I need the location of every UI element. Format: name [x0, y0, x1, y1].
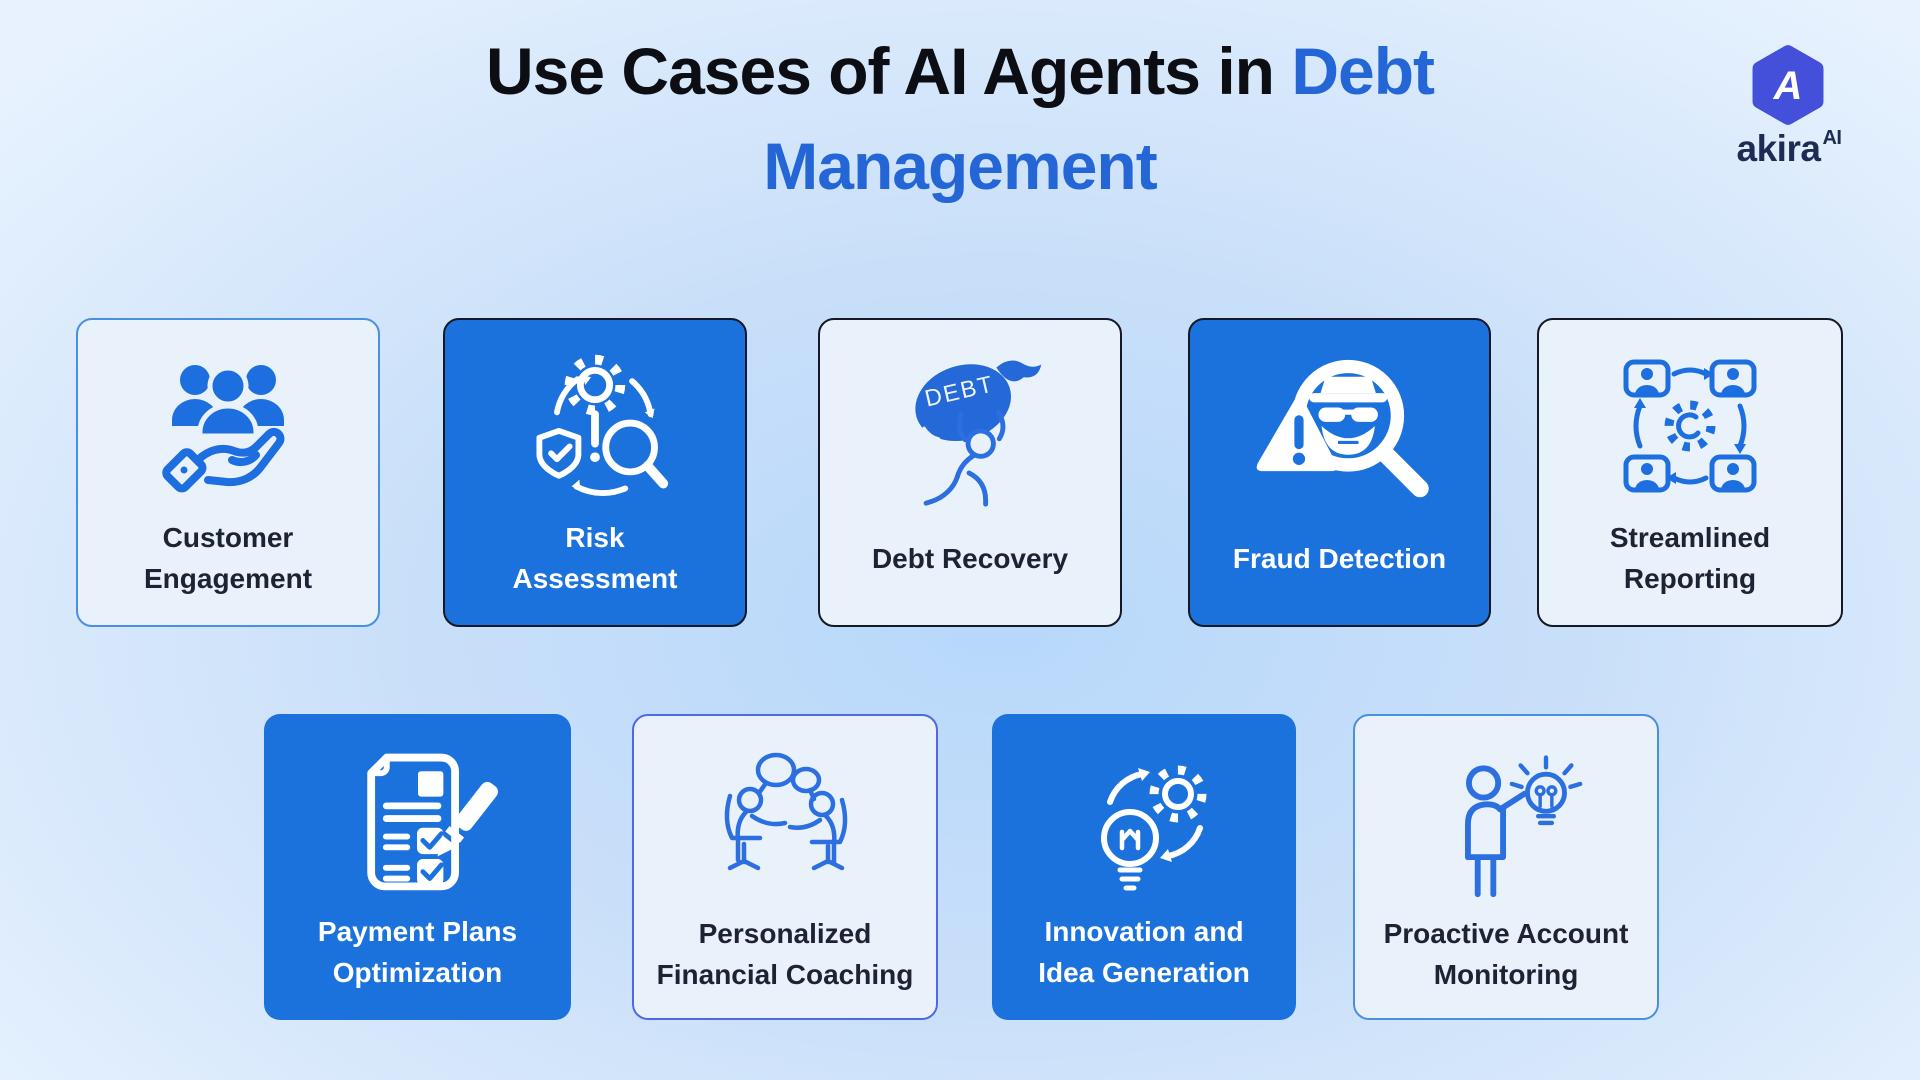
people-on-hand-icon [78, 346, 378, 506]
card-customer-engagement: Customer Engagement [76, 318, 380, 627]
page-title: Use Cases of AI Agents in Debt Managemen… [0, 34, 1920, 204]
title-black-text: Use Cases of AI Agents in [486, 34, 1275, 108]
fraud-spy-magnifier-icon [1190, 346, 1489, 506]
page-title-line1: Use Cases of AI Agents in Debt [0, 34, 1920, 108]
akira-monogram: A [1773, 64, 1803, 108]
debt-sack-person-icon: DEBT [820, 346, 1120, 512]
title-blue-text-management: Management [763, 129, 1157, 204]
card-innovation-idea-generation: Innovation and Idea Generation [992, 714, 1296, 1020]
card-label: Fraud Detection [1232, 542, 1447, 574]
risk-gear-magnifier-icon [445, 346, 745, 506]
title-blue-text-debt: Debt [1291, 34, 1435, 108]
akira-hexagon-icon: A [1752, 45, 1824, 125]
card-debt-recovery: DEBT Debt Recovery [818, 318, 1122, 627]
akira-ai-superscript: AI [1822, 126, 1842, 149]
bulb-gear-cycle-icon [992, 740, 1296, 900]
card-label: Debt Recovery [871, 542, 1069, 574]
document-checklist-pen-icon [264, 740, 571, 900]
card-streamlined-reporting: Streamlined Reporting [1537, 318, 1843, 627]
card-proactive-account-monitoring: Proactive Account Monitoring [1353, 714, 1659, 1020]
card-label: Innovation and Idea Generation [1038, 916, 1250, 988]
card-personalized-financial-coaching: Personalized Financial Coaching [632, 714, 938, 1020]
card-fraud-detection: Fraud Detection [1188, 318, 1491, 627]
card-payment-plans-optimization: Payment Plans Optimization [264, 714, 571, 1020]
network-gear-icon [1539, 346, 1841, 506]
card-label: Payment Plans Optimization [317, 916, 518, 988]
coaching-conversation-icon [634, 742, 936, 898]
card-label: Streamlined Reporting [1609, 522, 1771, 594]
card-risk-assessment: Risk Assessment [443, 318, 747, 627]
card-label: Customer Engagement [143, 522, 313, 594]
person-bulb-icon [1355, 742, 1657, 902]
card-label: Personalized Financial Coaching [656, 918, 914, 990]
card-label: Proactive Account Monitoring [1383, 918, 1629, 990]
card-label: Risk Assessment [512, 522, 678, 594]
